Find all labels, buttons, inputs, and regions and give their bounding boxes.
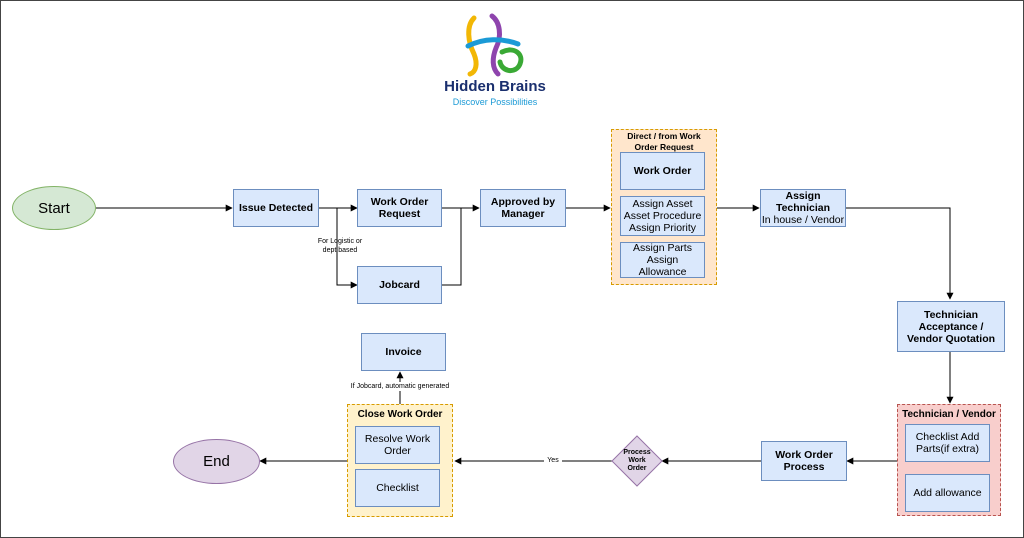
process-work-order-decision [611,435,663,487]
technician-vendor-title: Technician / Vendor [902,409,996,420]
assign-technician-node: Assign Technician In house / Vendor [760,189,846,227]
work-order-process-node: Work Order Process [761,441,847,481]
issue-detected-node: Issue Detected [233,189,319,227]
logo-tagline: Discover Possibilities [452,97,538,107]
logo-name: Hidden Brains [444,78,546,95]
assign-asset-node: Assign Asset Asset Procedure Assign Prio… [620,196,705,236]
invoice-node: Invoice [361,333,446,371]
process-work-order-label: Process Work Order [623,449,651,472]
approved-by-manager-node: Approved by Manager [480,189,566,227]
edge-jobcard-approved [442,208,462,286]
assign-technician-title: Assign Technician [775,190,831,214]
hidden-brains-logo-icon [465,13,524,77]
edge-label-if-jobcard: If Jobcard, automatic generated [340,382,460,391]
assign-technician-sub: In house / Vendor [761,214,845,226]
work-order-request-node: Work Order Request [357,189,442,227]
add-allowance-node: Add allowance [905,474,990,512]
close-work-order-title: Close Work Order [357,409,443,420]
end-node: End [173,439,260,484]
jobcard-node: Jobcard [357,266,442,304]
edge-assign-acceptance [846,207,954,300]
checklist-node: Checklist [355,469,440,507]
work-order-node: Work Order [620,152,705,190]
edge-label-yes: Yes [544,456,562,465]
technician-acceptance-node: Technician Acceptance / Vendor Quotation [897,301,1005,352]
resolve-work-order-node: Resolve Work Order [355,426,440,464]
checklist-add-parts-node: Checklist Add Parts(if extra) [905,424,990,462]
edge-issue-jobcard [336,208,358,289]
edge-label-for-logistic: For Logistic or dept based [317,238,363,254]
start-node: Start [12,186,96,230]
assign-parts-node: Assign Parts Assign Allowance [620,242,705,278]
direct-group-title: Direct / from Work Order Request [627,131,701,152]
